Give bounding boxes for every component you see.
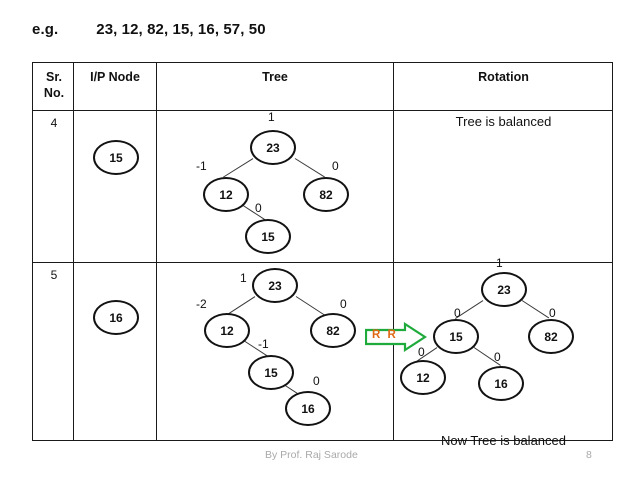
balance-factor-82-row5: 0 xyxy=(340,297,347,311)
tree-node-82-row5: 82 xyxy=(310,313,356,348)
balance-factor-82-rot: 0 xyxy=(549,306,556,320)
example-label: e.g. xyxy=(32,21,59,38)
slide-heading: e.g. 23, 12, 82, 15, 16, 57, 50 xyxy=(32,21,266,38)
tree-node-12-rot: 12 xyxy=(400,360,446,395)
balance-factor-15-rot: 0 xyxy=(454,306,461,320)
ip-node-circle-row-5: 16 xyxy=(93,300,139,335)
tree-node-23-row5: 23 xyxy=(252,268,298,303)
column-divider-tree xyxy=(393,63,395,440)
balance-factor-16-row5: 0 xyxy=(313,374,320,388)
header-rotation: Rotation xyxy=(478,70,529,84)
balance-factor-12-row5: -2 xyxy=(196,297,207,311)
footer-author: By Prof. Raj Sarode xyxy=(265,449,358,461)
tree-node-23-rot: 23 xyxy=(481,272,527,307)
column-divider-ip-node xyxy=(156,63,158,440)
tree-node-16-row5: 16 xyxy=(285,391,331,426)
tree-node-15-row5: 15 xyxy=(248,355,294,390)
balance-factor-23-row5: 1 xyxy=(240,271,247,285)
balance-factor-15-row5: -1 xyxy=(258,337,269,351)
sr-no-row-5: 5 xyxy=(50,268,58,282)
rotation-arrow-icon xyxy=(365,322,427,352)
balance-factor-16-rot: 0 xyxy=(494,350,501,364)
tree-node-82-rot: 82 xyxy=(528,319,574,354)
ip-node-circle-row-4: 15 xyxy=(93,140,139,175)
tree-node-15-row4: 15 xyxy=(245,219,291,254)
tree-node-82-row4: 82 xyxy=(303,177,349,212)
rotation-type-label: R R xyxy=(372,329,398,341)
balance-factor-12-rot: 0 xyxy=(418,345,425,359)
tree-node-12-row5: 12 xyxy=(204,313,250,348)
balance-factor-23-row4: 1 xyxy=(268,110,275,124)
header-ip-node: I/P Node xyxy=(90,70,140,84)
example-sequence: 23, 12, 82, 15, 16, 57, 50 xyxy=(96,21,266,38)
balance-factor-12-row4: -1 xyxy=(196,159,207,173)
row-divider-header xyxy=(33,110,612,112)
footer-page-number: 8 xyxy=(586,449,592,461)
rotation-text-row-4: Tree is balanced xyxy=(455,114,552,129)
balance-factor-23-rot: 1 xyxy=(496,256,503,270)
sr-no-row-4: 4 xyxy=(50,116,58,130)
balance-factor-82-row4: 0 xyxy=(332,159,339,173)
column-divider-sr-no xyxy=(73,63,75,440)
row-divider-row4-row5 xyxy=(33,262,612,264)
header-tree: Tree xyxy=(262,70,288,84)
tree-node-16-rot: 16 xyxy=(478,366,524,401)
balance-factor-15-row4: 0 xyxy=(255,201,262,215)
rotation-text-row-5: Now Tree is balanced xyxy=(440,433,566,448)
example-table: Sr. No. I/P Node Tree Rotation 4 5 Tree … xyxy=(32,62,613,448)
tree-node-23-row4: 23 xyxy=(250,130,296,165)
tree-node-12-row4: 12 xyxy=(203,177,249,212)
tree-node-15-rot: 15 xyxy=(433,319,479,354)
header-sr-no: Sr. No. xyxy=(43,70,65,100)
